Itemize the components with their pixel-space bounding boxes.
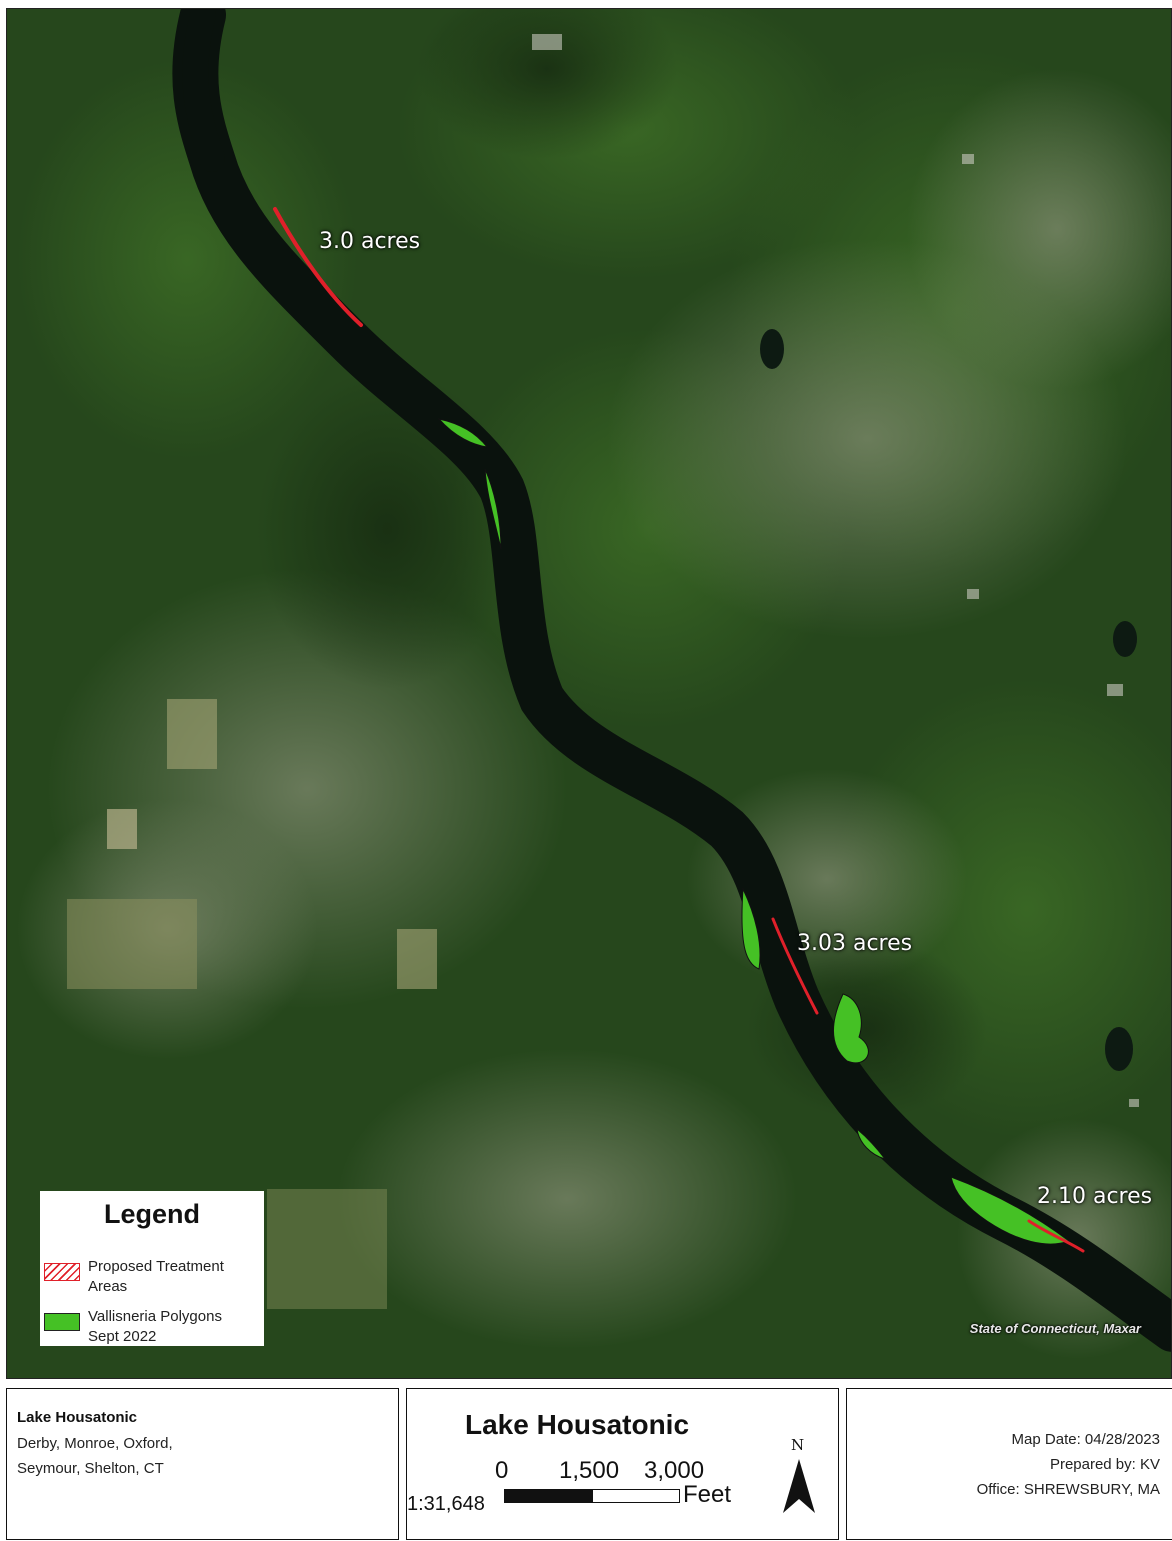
office: Office: SHREWSBURY, MA	[976, 1481, 1160, 1498]
satellite-imagery	[7, 9, 1171, 1378]
scale-units: Feet	[683, 1481, 732, 1508]
red-hatched-square-icon	[44, 1263, 80, 1281]
map-date: Map Date: 04/28/2023	[1011, 1431, 1160, 1448]
map-title: Lake Housatonic	[464, 1409, 690, 1440]
location-line: Derby, Monroe, Oxford,	[17, 1435, 173, 1452]
north-arrow-icon	[783, 1459, 815, 1513]
scale-tick: 0	[495, 1457, 509, 1484]
location-line: Seymour, Shelton, CT	[17, 1460, 164, 1477]
title-panel: Lake Housatonic 0 1,500 3,000 Feet 1:31,…	[406, 1388, 839, 1540]
map-attribution: State of Connecticut, Maxar	[969, 1321, 1141, 1336]
scale-tick: 1,500	[559, 1457, 620, 1484]
treatment-areas[interactable]	[273, 207, 1085, 1253]
scale-ratio: 1:31,648	[407, 1493, 485, 1515]
scale-tick: 3,000	[644, 1457, 705, 1484]
legend-item-treatment: Proposed Treatment Areas	[44, 1257, 253, 1297]
acre-label-south: 2.10 acres	[1037, 1184, 1153, 1209]
acre-label-north: 3.0 acres	[319, 229, 421, 254]
legend-title: Legend	[103, 1199, 200, 1229]
location-panel: Lake Housatonic Derby, Monroe, Oxford, S…	[6, 1388, 399, 1540]
prepared-by: Prepared by: KV	[1049, 1456, 1160, 1473]
river-channel	[172, 9, 1171, 1352]
map-view[interactable]: 3.0 acres 3.03 acres 2.10 acres State of…	[6, 8, 1172, 1379]
acre-label-middle: 3.03 acres	[797, 931, 913, 956]
legend-item-vallisneria: Vallisneria Polygons Sept 2022	[44, 1307, 253, 1347]
scale-bar	[504, 1489, 680, 1503]
legend-label: Vallisneria Polygons Sept 2022	[88, 1308, 222, 1345]
metadata-panel: Map Date: 04/28/2023 Prepared by: KV Off…	[846, 1388, 1172, 1540]
green-square-icon	[44, 1313, 80, 1331]
north-label: N	[791, 1436, 805, 1454]
legend-label: Proposed Treatment Areas	[88, 1258, 224, 1295]
map-legend: Legend Proposed Treatment Areas Vallisne…	[40, 1191, 264, 1346]
location-title: Lake Housatonic	[17, 1409, 138, 1426]
